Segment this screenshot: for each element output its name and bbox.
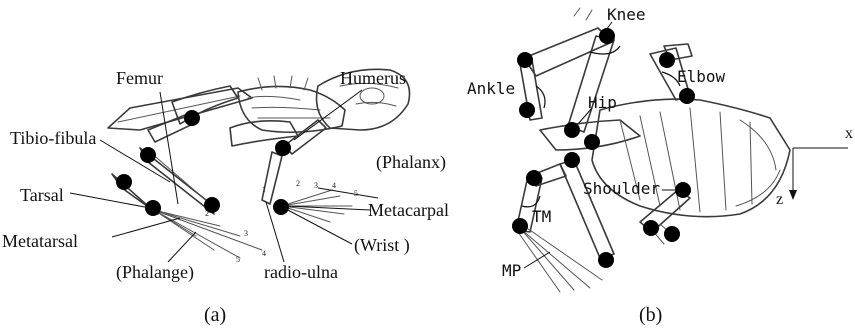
- panel-a-skeleton-drawing: [108, 69, 410, 258]
- toe-number: 3: [244, 229, 248, 238]
- joint-ankle-b: [517, 52, 533, 68]
- joint-wrist-b: [643, 220, 659, 236]
- finger-number: 1: [262, 185, 266, 194]
- leader-tibio-fibula: [100, 140, 170, 182]
- finger-number: 4: [332, 181, 336, 190]
- joint-shoulder-b: [675, 182, 691, 198]
- joint-elbow-b-upper: [659, 52, 675, 68]
- label-shoulder: Shoulder: [583, 179, 660, 198]
- joint-wrist-a: [273, 199, 289, 215]
- joint-tm-b-upper: [526, 170, 542, 186]
- label-femur: Femur: [116, 68, 163, 88]
- label-radio-ulna: radio-ulna: [264, 262, 338, 282]
- label-tarsal: Tarsal: [20, 185, 64, 205]
- joint-knee-a: [140, 147, 156, 163]
- label-elbow: Elbow: [677, 67, 726, 86]
- label-metacarpal: Metacarpal: [368, 200, 449, 220]
- label-mp: MP: [502, 261, 521, 280]
- panel-b: Knee Ankle Elbow Hip Shoulder TM MP x z …: [467, 5, 853, 326]
- joint-hand-b: [664, 226, 680, 242]
- toe-number: 4: [262, 249, 266, 258]
- joint-knee-b: [599, 28, 615, 44]
- label-tm: TM: [532, 207, 551, 226]
- leader-phalanx: [318, 188, 378, 198]
- finger-number: 3: [314, 181, 318, 190]
- joint-hip-b-inner: [584, 134, 600, 150]
- toe-number: 5: [236, 255, 240, 264]
- label-hip: Hip: [588, 93, 617, 112]
- joint-hip-b: [564, 122, 580, 138]
- panel-a: 1 2 3 4 5 2 3 4 5 Femur Humerus Tibio-fi…: [2, 68, 449, 326]
- joint-spine-b: [564, 152, 580, 168]
- joint-hip-a: [184, 110, 200, 126]
- joint-ankle-b-lower: [519, 102, 535, 118]
- joint-tarsal-a: [116, 174, 132, 190]
- joint-tm-b: [512, 218, 528, 234]
- finger-number: 5: [354, 189, 358, 198]
- toe-number: 2: [205, 209, 209, 218]
- label-phalange: (Phalange): [116, 262, 194, 283]
- panel-b-skeleton-drawing: [516, 8, 790, 292]
- label-humerus: Humerus: [340, 68, 406, 88]
- joint-mp-b: [598, 252, 614, 268]
- z-axis-arrowhead: [789, 190, 797, 200]
- joint-elbow-b: [679, 88, 695, 104]
- label-phalanx: (Phalanx): [376, 152, 446, 173]
- joint-shoulder-a: [275, 140, 291, 156]
- finger-number: 2: [296, 179, 300, 188]
- label-wrist: (Wrist ): [354, 235, 410, 256]
- label-tibio-fibula: Tibio-fibula: [10, 128, 96, 148]
- caption-a: (a): [204, 304, 226, 326]
- z-axis-label: z: [776, 191, 783, 208]
- leader-phalange: [168, 232, 196, 262]
- label-ankle: Ankle: [467, 79, 515, 98]
- leader-mp: [524, 252, 550, 268]
- label-metatarsal: Metatarsal: [2, 231, 78, 251]
- x-axis-label: x: [845, 125, 853, 142]
- leader-metatarsal: [112, 218, 180, 237]
- caption-b: (b): [639, 304, 662, 326]
- label-knee: Knee: [607, 5, 646, 24]
